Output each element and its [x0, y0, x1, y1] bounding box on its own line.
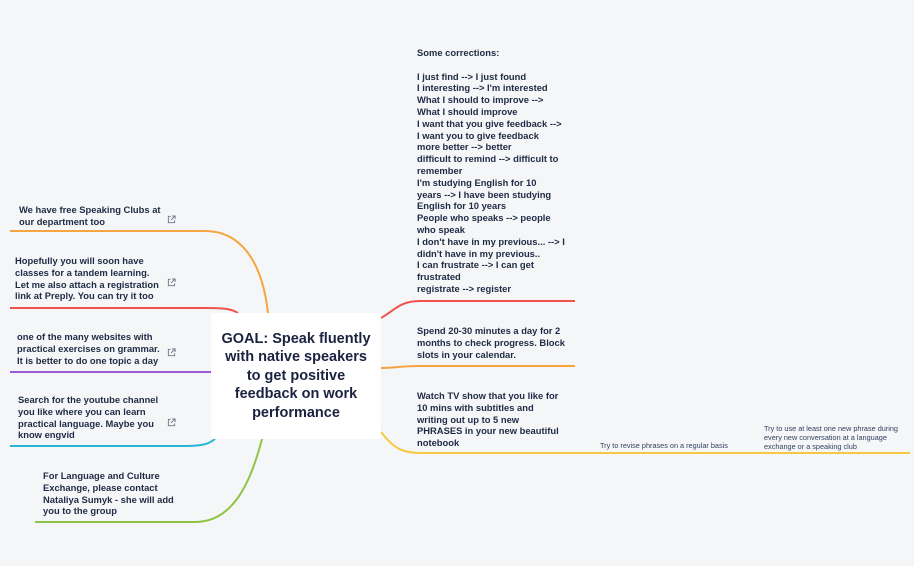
external-link-icon[interactable] [167, 414, 176, 427]
spend-time-node[interactable]: Spend 20-30 minutes a day for 2 months t… [417, 325, 565, 360]
use-phrase-node[interactable]: Try to use at least one new phrase durin… [764, 424, 898, 451]
revise-phrases-node[interactable]: Try to revise phrases on a regular basis [600, 441, 728, 450]
connector-clubs [10, 230, 269, 314]
grammar-websites-node[interactable]: one of the many websites with practical … [17, 331, 160, 366]
connector-tandem [10, 307, 239, 314]
connector-watch [380, 431, 910, 454]
external-link-icon[interactable] [167, 344, 176, 357]
connector-spend [380, 365, 575, 369]
connector-exchange [35, 438, 263, 523]
corrections-node[interactable]: Some corrections: I just find --> I just… [417, 47, 565, 294]
watch-tv-node[interactable]: Watch TV show that you like for 10 mins … [417, 390, 559, 449]
central-topic[interactable]: GOAL: Speak fluently with native speaker… [211, 313, 381, 439]
youtube-channel-node[interactable]: Search for the youtube channel you like … [18, 394, 159, 441]
external-link-icon[interactable] [167, 274, 176, 287]
tandem-learning-node[interactable]: Hopefully you will soon have classes for… [15, 255, 159, 302]
connector-corrections [380, 300, 575, 319]
external-link-icon[interactable] [167, 211, 176, 224]
language-exchange-node[interactable]: For Language and Culture Exchange, pleas… [43, 470, 174, 517]
speaking-clubs-node[interactable]: We have free Speaking Clubs at our depar… [19, 204, 161, 227]
connector-youtube [10, 438, 216, 447]
